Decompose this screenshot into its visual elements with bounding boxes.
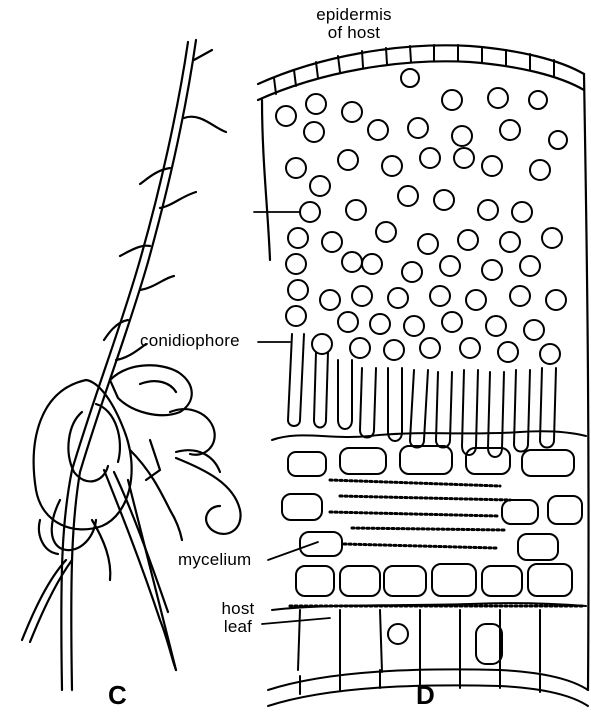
plant-illustration <box>22 40 241 690</box>
label-host-leaf: host leaf <box>214 600 262 636</box>
panel-label-d: D <box>416 680 435 711</box>
label-epidermis-line2: of host <box>306 24 402 42</box>
label-mycelium: mycelium <box>178 551 251 569</box>
label-epidermis-line1: epidermis <box>306 6 402 24</box>
panel-label-c: C <box>108 680 127 711</box>
label-host-line1: host <box>214 600 262 618</box>
tissue-section <box>258 45 589 706</box>
label-conidiophore: conidiophore <box>140 332 240 350</box>
label-host-line2: leaf <box>214 618 262 636</box>
label-epidermis-of-host: epidermis of host <box>306 6 402 42</box>
